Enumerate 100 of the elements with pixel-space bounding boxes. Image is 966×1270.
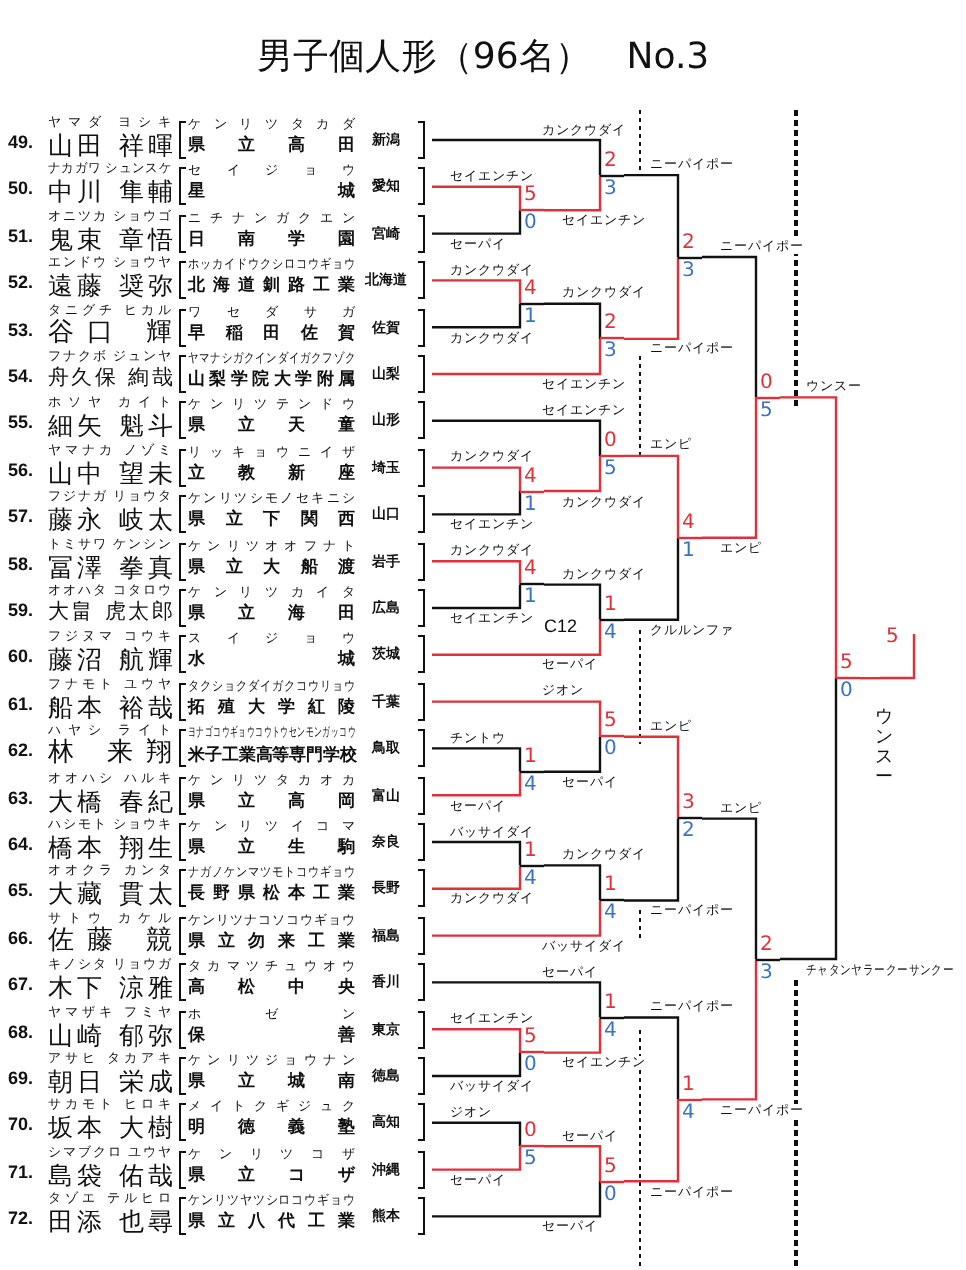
score: 5 xyxy=(604,1157,617,1178)
bracket-line xyxy=(544,175,602,212)
bracket-line xyxy=(860,677,880,680)
score: 3 xyxy=(604,179,617,200)
bracket-line xyxy=(624,454,680,538)
bracket-line xyxy=(432,138,602,176)
school-name: 米子工業高等専門学校 xyxy=(188,746,356,764)
score: 5 xyxy=(524,186,537,207)
bracket-line xyxy=(432,981,602,1018)
bracket-line xyxy=(432,900,602,937)
school-name: 立教新座 xyxy=(188,465,356,483)
player-number: 58. xyxy=(8,553,36,574)
score: 1 xyxy=(682,1075,695,1096)
school-name: 拓殖大学紅陵 xyxy=(188,699,356,717)
school-name: 日南学園 xyxy=(188,231,356,249)
school-name: 高松中央 xyxy=(188,980,356,998)
score: 4 xyxy=(524,775,537,796)
player-name: 中川 隼輔 xyxy=(48,176,172,207)
bracket-line xyxy=(702,255,758,398)
player-name: 島袋 佑哉 xyxy=(48,1159,172,1190)
score: 5 xyxy=(760,401,773,422)
player-number: 66. xyxy=(8,927,36,948)
player-number: 60. xyxy=(8,646,36,667)
bracket-line xyxy=(544,1017,602,1054)
school-name: 早稲田佐賀 xyxy=(188,325,356,343)
school-name: 県立海田 xyxy=(188,606,356,623)
school-name: 県立大船渡 xyxy=(188,559,356,577)
score: 1 xyxy=(524,495,537,515)
score: 0 xyxy=(604,740,617,761)
player-name: 藤沼 航輝 xyxy=(48,644,172,675)
bracket-line xyxy=(544,736,602,773)
player-number: 53. xyxy=(8,319,36,340)
score: 5 xyxy=(604,712,617,733)
bracket-line xyxy=(432,210,522,235)
player-number: 64. xyxy=(8,834,36,854)
score: 1 xyxy=(604,876,617,897)
bracket-line xyxy=(544,583,602,620)
score: 4 xyxy=(524,279,537,300)
score: 1 xyxy=(524,307,537,328)
score: 1 xyxy=(604,595,617,616)
school-name: 県立八代工業 xyxy=(188,1214,356,1232)
bracket-line xyxy=(432,1121,522,1147)
school-name: 水城 xyxy=(188,652,356,670)
score: 1 xyxy=(604,993,617,1014)
score: 1 xyxy=(682,541,695,562)
score: 4 xyxy=(682,513,695,534)
school-name: 星城 xyxy=(188,184,356,202)
bracket-line xyxy=(432,700,602,737)
bracket-line xyxy=(432,303,522,329)
player-name: 坂本 大樹 xyxy=(48,1112,172,1143)
player-name: 佐藤 競 xyxy=(48,925,172,956)
school-name: 県立下関西 xyxy=(188,512,356,530)
player-name: 木下 涼雅 xyxy=(48,972,172,1003)
score: 4 xyxy=(682,1103,695,1124)
score: 2 xyxy=(682,233,695,253)
bracket-line xyxy=(432,1181,602,1218)
school-name: 県立天童 xyxy=(188,418,356,436)
player-name: 山崎 郁弥 xyxy=(48,1019,172,1050)
score: 0 xyxy=(604,1185,617,1206)
bracket-line xyxy=(624,1099,680,1183)
bracket-line xyxy=(702,817,758,959)
player-number: 56. xyxy=(8,459,36,480)
bracket-line xyxy=(624,818,680,902)
player-number: 65. xyxy=(8,880,36,901)
bracket-line xyxy=(544,302,602,339)
score: 0 xyxy=(760,373,773,394)
school-name: 保善 xyxy=(188,1027,356,1045)
bracket-line xyxy=(432,185,522,211)
score: 3 xyxy=(604,342,617,363)
score: 5 xyxy=(524,1028,537,1049)
player-name: 山田 祥暉 xyxy=(48,130,172,160)
player-number: 68. xyxy=(8,1021,36,1042)
player-name: 舟久保 絢哉 xyxy=(48,364,172,394)
bracket-line xyxy=(544,455,602,493)
score: 0 xyxy=(524,214,537,235)
score: 0 xyxy=(524,1122,537,1143)
bracket-line xyxy=(624,173,680,257)
school-name: 北海道釧路工業 xyxy=(188,278,356,296)
court-label: C12 xyxy=(544,618,578,636)
school-name: 山梨学院大学附属 xyxy=(188,372,356,389)
player-name: 谷口 輝 xyxy=(48,317,172,348)
bracket-line xyxy=(624,537,680,621)
bracket-line xyxy=(432,1146,522,1171)
player-name: 冨澤 拳真 xyxy=(48,551,172,582)
player-number: 50. xyxy=(8,178,36,199)
player-number: 71. xyxy=(8,1161,36,1182)
player-number: 61. xyxy=(8,693,36,714)
player-name: 橋本 翔生 xyxy=(48,832,172,862)
bracket-line xyxy=(702,959,758,1101)
school-name: 長野県松本工業 xyxy=(188,886,356,904)
school-name: 県立勿来工業 xyxy=(188,933,356,951)
bracket-line xyxy=(432,560,522,585)
bracket-line xyxy=(780,678,838,961)
bracket-line xyxy=(432,840,522,866)
player-name: 船本 裕哉 xyxy=(48,691,172,722)
bracket-line xyxy=(432,584,522,610)
player-number: 54. xyxy=(8,366,36,386)
title: 男子個人形（96名） No.3 xyxy=(254,40,712,76)
player-number: 55. xyxy=(8,412,36,433)
score: 3 xyxy=(682,794,695,815)
